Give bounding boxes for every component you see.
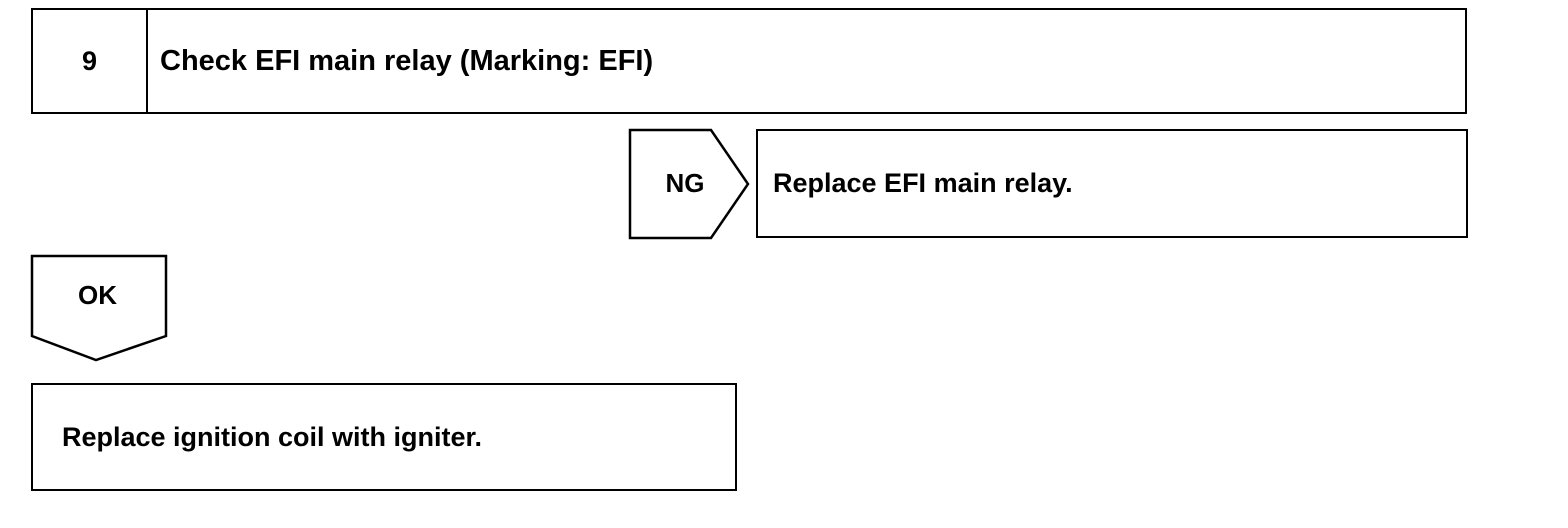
step-number: 9 <box>33 10 148 112</box>
ng-result-box: Replace EFI main relay. <box>756 129 1468 238</box>
ok-result-box: Replace ignition coil with igniter. <box>31 383 737 491</box>
ng-arrow-shape <box>628 128 750 240</box>
ng-result-text: Replace EFI main relay. <box>773 168 1073 198</box>
ok-result-text: Replace ignition coil with igniter. <box>62 421 483 452</box>
step-box: 9 Check EFI main relay (Marking: EFI) <box>31 8 1467 114</box>
ok-label: OK <box>78 280 117 310</box>
ok-arrow-shape <box>30 254 168 362</box>
step-title: Check EFI main relay (Marking: EFI) <box>160 44 654 77</box>
ng-label: NG <box>665 168 705 198</box>
